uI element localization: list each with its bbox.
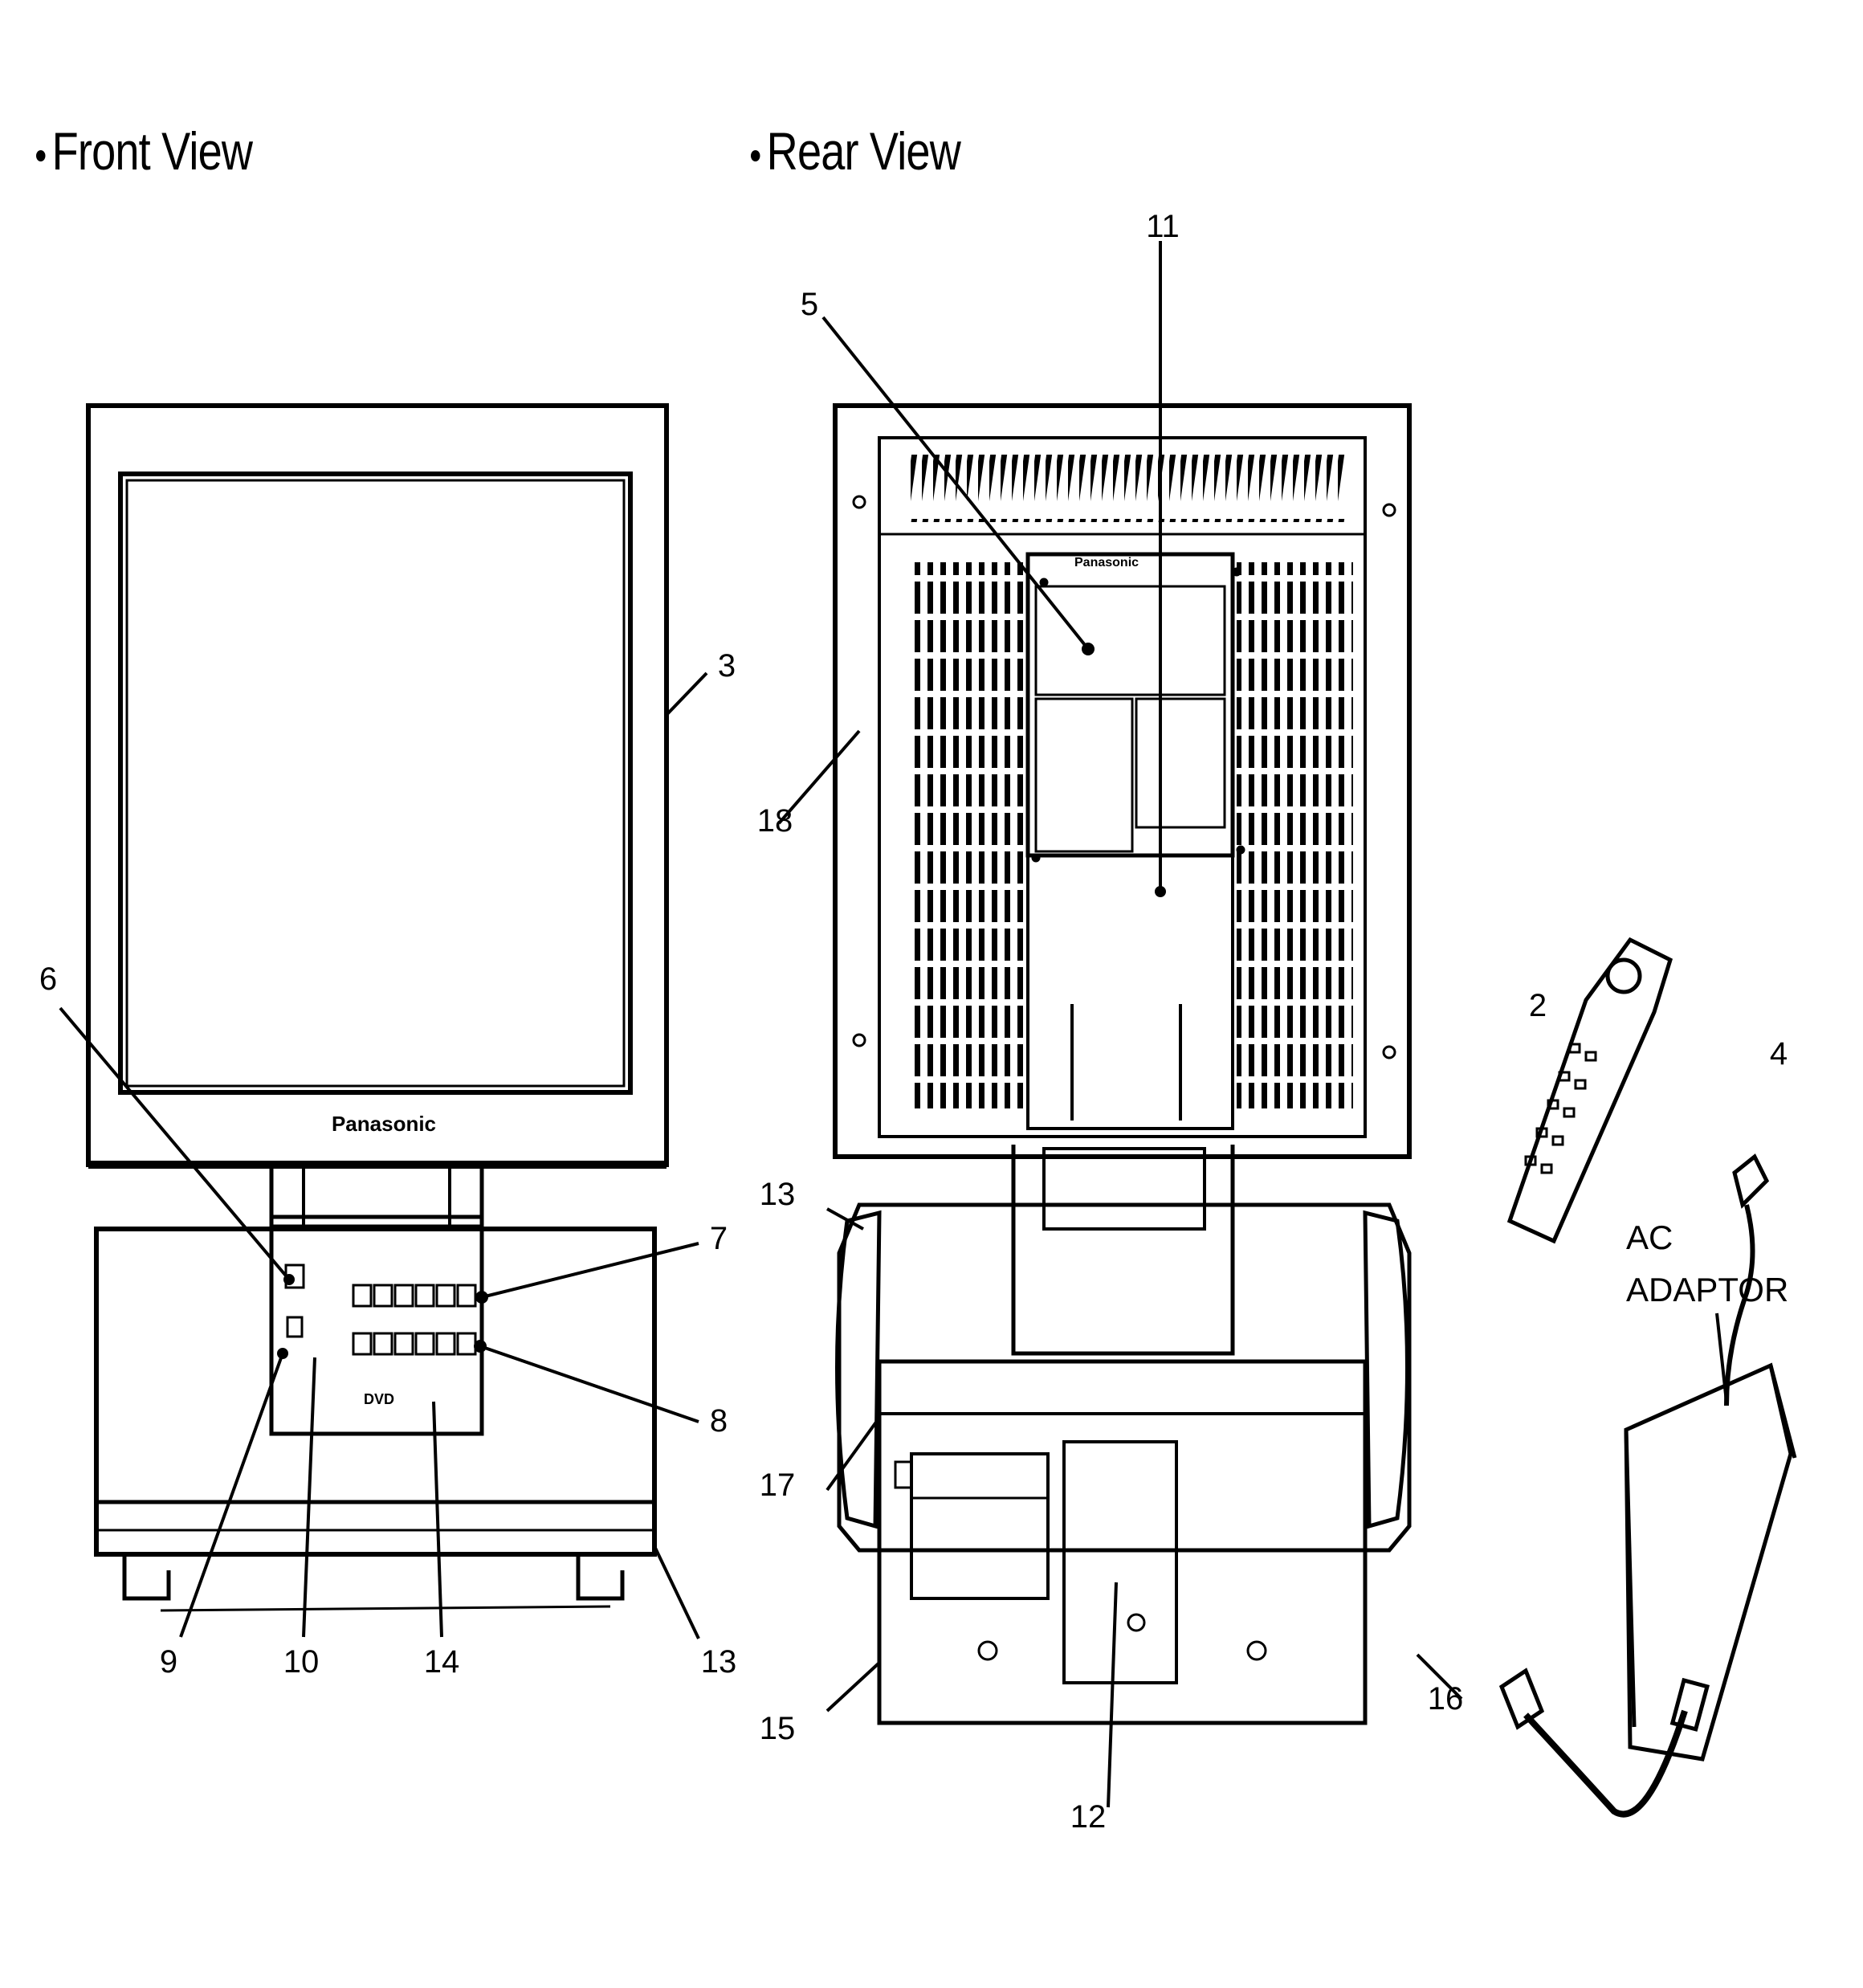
callout-6: 6 <box>39 961 57 997</box>
leader-lines <box>59 241 1463 1808</box>
remote-control <box>1506 937 1673 1244</box>
rear-view-heading-text: Rear View <box>766 121 961 181</box>
rear-center-recess <box>1026 854 1234 1130</box>
front-foot-right <box>576 1554 625 1601</box>
front-control-panel <box>269 1214 484 1436</box>
callout-11: 11 <box>1146 209 1180 244</box>
callout-3: 3 <box>718 648 736 684</box>
rear-handle-right <box>1363 1210 1409 1529</box>
callout-10: 10 <box>283 1644 320 1680</box>
callout-numbers: 3 6 7 8 9 10 14 13 5 11 18 13 17 15 16 1… <box>39 209 1788 1835</box>
callout-13-rear: 13 <box>760 1177 796 1212</box>
callout-15: 15 <box>760 1711 796 1746</box>
front-disc-logo: DVD <box>364 1391 394 1407</box>
rear-base-box <box>877 1359 1368 1725</box>
callout-5: 5 <box>801 287 818 322</box>
callout-8: 8 <box>710 1403 728 1439</box>
rear-label-plate <box>1025 552 1235 858</box>
adaptor-label-line1: AC <box>1626 1219 1673 1256</box>
callout-13-front: 13 <box>701 1644 737 1680</box>
ac-adaptor <box>1498 1153 1797 1818</box>
front-view-heading: Front View <box>36 120 253 182</box>
callout-7: 7 <box>710 1221 728 1256</box>
callout-12: 12 <box>1070 1799 1107 1835</box>
bullet-icon <box>751 149 760 161</box>
callout-17: 17 <box>760 1468 796 1503</box>
rear-vent-right <box>1237 562 1353 1108</box>
rear-monitor-housing <box>833 403 1412 1159</box>
rear-view-heading: Rear View <box>751 120 961 182</box>
callout-16: 16 <box>1428 1681 1464 1717</box>
rear-connector-block <box>910 1452 1050 1600</box>
rear-handle-left <box>835 1210 882 1529</box>
front-foot-left <box>122 1554 171 1601</box>
button-row-bottom <box>352 1332 477 1356</box>
callout-18: 18 <box>757 803 793 839</box>
front-unit <box>86 403 669 1612</box>
callout-2: 2 <box>1529 988 1547 1023</box>
ac-plug <box>1498 1668 1545 1730</box>
standby-indicator <box>286 1316 304 1338</box>
front-base-unit <box>94 1227 657 1557</box>
rear-stand-neck <box>1011 1145 1235 1356</box>
callout-14: 14 <box>424 1644 460 1680</box>
dc-cord <box>1724 1204 1755 1406</box>
callout-9: 9 <box>160 1644 177 1680</box>
front-monitor-bezel <box>86 403 669 1167</box>
button-row-top <box>352 1284 477 1308</box>
rear-brand-logo: Panasonic <box>1074 556 1139 569</box>
adaptor-label-line2: ADAPTOR <box>1626 1271 1788 1308</box>
adaptor-leader <box>1715 1312 1728 1402</box>
rear-unit <box>833 403 1412 1725</box>
front-view-heading-text: Front View <box>51 121 253 181</box>
ac-cord <box>1523 1709 1688 1818</box>
rear-battery-cover <box>1062 1440 1178 1684</box>
bullet-icon <box>36 149 46 161</box>
rear-vent-left <box>907 562 1024 1108</box>
callout-4: 4 <box>1770 1036 1788 1072</box>
front-brand-logo: Panasonic <box>332 1112 436 1136</box>
front-screen <box>118 471 633 1095</box>
